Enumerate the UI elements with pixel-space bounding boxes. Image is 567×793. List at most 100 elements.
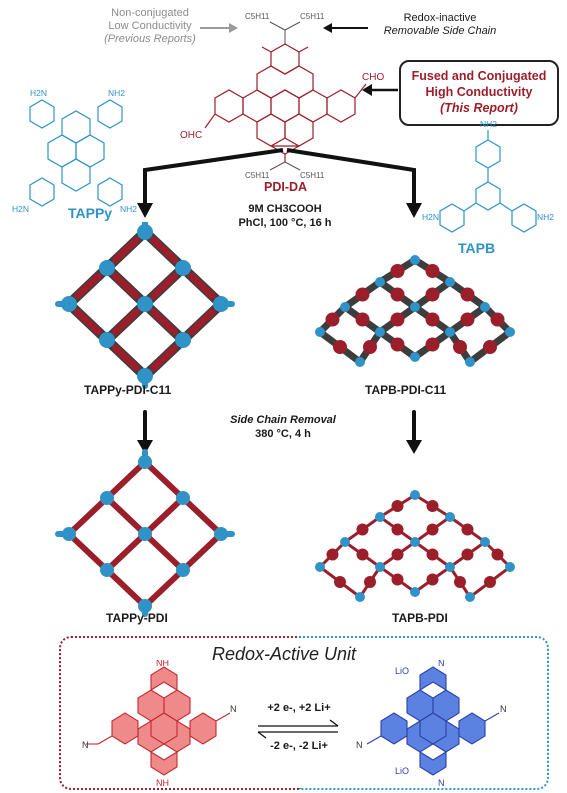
nh2-label: NH2 <box>480 119 497 129</box>
side-chain-removal-conditions: Side Chain Removal 380 °C, 4 h <box>218 413 348 441</box>
cho-bond <box>354 83 367 99</box>
pdi-segment <box>74 272 102 300</box>
tapb-node <box>375 512 385 522</box>
tappy-node <box>100 563 114 577</box>
n-label: N <box>230 704 237 714</box>
tapb-node <box>505 562 515 572</box>
tapb-node <box>480 302 490 312</box>
oli-label: LiO <box>395 766 409 776</box>
n-label: N <box>438 778 445 788</box>
branch-arrows <box>143 148 416 208</box>
tappy-label: TAPPy <box>68 205 113 221</box>
pdi-segment <box>355 287 370 302</box>
tapb-node <box>445 327 455 337</box>
pdi-segment <box>390 287 405 302</box>
tapb-node <box>410 302 420 312</box>
tappy-node <box>175 332 191 348</box>
pdi-segment <box>483 340 497 354</box>
pdi-unit <box>356 523 369 536</box>
pdi-unit <box>391 573 404 586</box>
tappy-node <box>176 563 190 577</box>
n-label: N <box>356 740 363 750</box>
redox-panel-left-border <box>59 636 301 790</box>
pdi-segment <box>390 337 405 352</box>
condition-line: Side Chain Removal <box>230 414 336 426</box>
tapb-node <box>410 537 420 547</box>
arrow-head-left <box>137 203 153 218</box>
nh2-label: NH2 <box>120 204 137 214</box>
tapb-node <box>355 592 365 602</box>
pdi-segment <box>460 312 475 327</box>
pdi-unit <box>391 548 404 561</box>
pdi-segment <box>333 340 347 354</box>
pdi-unit <box>364 576 376 588</box>
pdi-segment <box>150 236 178 264</box>
pdi-segment <box>390 312 405 327</box>
note-line: Removable Side Chain <box>383 25 497 37</box>
tapb-node <box>410 352 420 362</box>
pdi-segment <box>112 272 140 300</box>
pdi-unit <box>484 576 496 588</box>
condition-line: 9M CH3COOH <box>248 203 322 215</box>
imide-ring-bottom <box>268 145 302 162</box>
pdi-segment <box>150 344 178 372</box>
pdi-segment <box>363 340 377 354</box>
n-label: N <box>82 740 89 750</box>
nh2-label: NH2 <box>537 212 554 222</box>
pdi-segment <box>180 495 224 537</box>
arrow-head-right <box>406 203 422 218</box>
n-label: N <box>500 704 507 714</box>
pdi-unit <box>461 548 474 561</box>
side-chain-bottom <box>269 161 301 171</box>
pdi-unit <box>426 573 439 586</box>
box-line: High Conductivity <box>425 85 533 99</box>
side-chain-top <box>269 21 301 44</box>
pdi-segment <box>188 308 216 336</box>
tapb-node <box>445 562 455 572</box>
side-chain-note: Redox-inactive Removable Side Chain <box>370 12 510 38</box>
pdi-segment <box>66 495 110 537</box>
pdi-unit <box>326 548 339 561</box>
nh-label: NH <box>156 660 169 668</box>
redox-unit-diagram: N NH NH N LiO LiO N N N N <box>82 660 507 788</box>
side-chain-label: C5H11 <box>300 171 325 180</box>
pdi-da-label: PDI-DA <box>264 180 308 194</box>
tapb-node <box>340 302 350 312</box>
tapb-node <box>355 357 365 367</box>
arrow-down-left-head <box>137 440 153 454</box>
tapb-node <box>375 327 385 337</box>
tapb-node <box>375 277 385 287</box>
pdi-segment <box>180 531 224 573</box>
n-label: N <box>438 660 445 668</box>
ohc-bond <box>204 113 216 129</box>
redox-panel-title: Redox-Active Unit <box>211 644 357 664</box>
note-line: Low Conductivity <box>108 20 192 32</box>
oxidized-pdi-unit <box>86 666 231 776</box>
pdi-segment <box>325 312 340 327</box>
tapb-node <box>465 357 475 367</box>
pdi-unit <box>356 548 369 561</box>
pdi-unit <box>391 500 404 512</box>
pdi-segment <box>150 272 178 300</box>
pdi-segment <box>425 287 440 302</box>
side-chain-label: C5H11 <box>245 12 270 21</box>
tappy-node <box>99 260 115 276</box>
pdi-unit <box>426 523 439 536</box>
ohc-label: OHC <box>180 130 202 141</box>
this-report-box: Fused and Conjugated High Conductivity (… <box>399 60 559 126</box>
forward-reaction-label: +2 e-, +2 Li+ <box>267 702 331 714</box>
note-line: Non-conjugated <box>111 7 189 19</box>
box-line: (This Report) <box>440 101 518 115</box>
nh2-label: H2N <box>30 88 47 98</box>
framework-structures <box>55 222 515 617</box>
pdi-segment <box>112 344 140 372</box>
tappy-node <box>138 527 152 541</box>
tapb-label: TAPB <box>458 240 496 256</box>
reverse-reaction-label: -2 e-, -2 Li+ <box>270 740 328 752</box>
pdi-segment <box>425 264 440 278</box>
arrow-black-top <box>323 23 368 33</box>
pdi-segment <box>142 567 186 609</box>
side-chain-label: C5H11 <box>300 12 325 21</box>
tappy-node <box>137 296 153 312</box>
pdi-segment <box>425 312 440 327</box>
